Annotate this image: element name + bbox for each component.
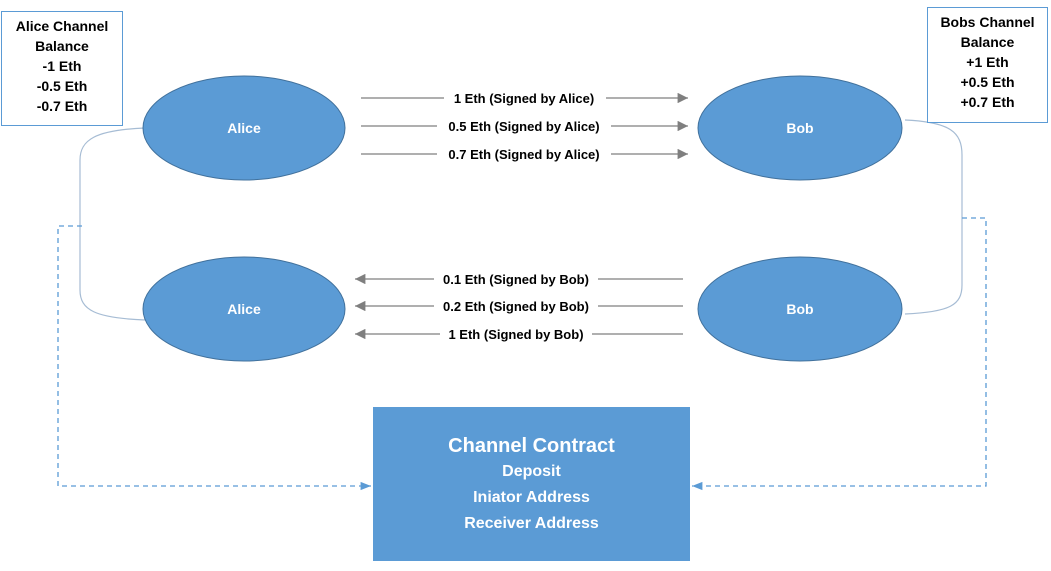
alice-bottom-node	[142, 256, 346, 362]
bob-to-contract-dashed-line	[692, 217, 987, 491]
alice-connector-curve	[79, 127, 146, 321]
contract-field-deposit: Deposit	[502, 463, 561, 480]
payment-label-to-alice-2: 0.2 Eth (Signed by Bob)	[443, 299, 589, 314]
bob-bottom-label: Bob	[786, 301, 813, 317]
alice-balance-entry: -0.7 Eth	[36, 98, 88, 114]
alice-balance-box: Alice Channel Balance -1 Eth -0.5 Eth -0…	[1, 11, 123, 126]
payment-label-to-bob-2: 0.5 Eth (Signed by Alice)	[448, 119, 599, 134]
bob-balance-heading-line1: Bobs Channel	[940, 14, 1035, 30]
bob-balance-entry: +0.7 Eth	[960, 94, 1015, 110]
bob-top-node	[697, 75, 903, 181]
alice-top-node	[142, 75, 346, 181]
bob-top-label: Bob	[786, 120, 813, 136]
bob-bottom-node	[697, 256, 903, 362]
alice-balance-heading-line1: Alice Channel	[15, 18, 109, 34]
bob-balance-heading-line2: Balance	[960, 34, 1015, 50]
alice-balance-entry: -1 Eth	[42, 58, 82, 74]
bob-balance-entry: +0.5 Eth	[960, 74, 1015, 90]
payment-label-to-bob-1: 1 Eth (Signed by Alice)	[454, 91, 594, 106]
contract-field-initiator-address: Iniator Address	[473, 489, 590, 506]
alice-top-label: Alice	[227, 120, 261, 136]
payment-label-to-bob-3: 0.7 Eth (Signed by Alice)	[448, 147, 599, 162]
contract-field-receiver-address: Receiver Address	[464, 515, 599, 532]
alice-to-contract-dashed-line	[57, 225, 371, 491]
bob-connector-curve	[904, 119, 963, 315]
alice-balance-entry: -0.5 Eth	[36, 78, 88, 94]
contract-title: Channel Contract	[448, 435, 615, 457]
payment-label-to-alice-3: 1 Eth (Signed by Bob)	[448, 327, 583, 342]
channel-contract-box: Channel Contract Deposit Iniator Address…	[373, 407, 690, 561]
bob-balance-entry: +1 Eth	[966, 54, 1009, 70]
alice-balance-heading-line2: Balance	[35, 38, 89, 54]
alice-bottom-label: Alice	[227, 301, 261, 317]
bob-balance-box: Bobs Channel Balance +1 Eth +0.5 Eth +0.…	[927, 7, 1048, 123]
payment-label-to-alice-1: 0.1 Eth (Signed by Bob)	[443, 272, 589, 287]
